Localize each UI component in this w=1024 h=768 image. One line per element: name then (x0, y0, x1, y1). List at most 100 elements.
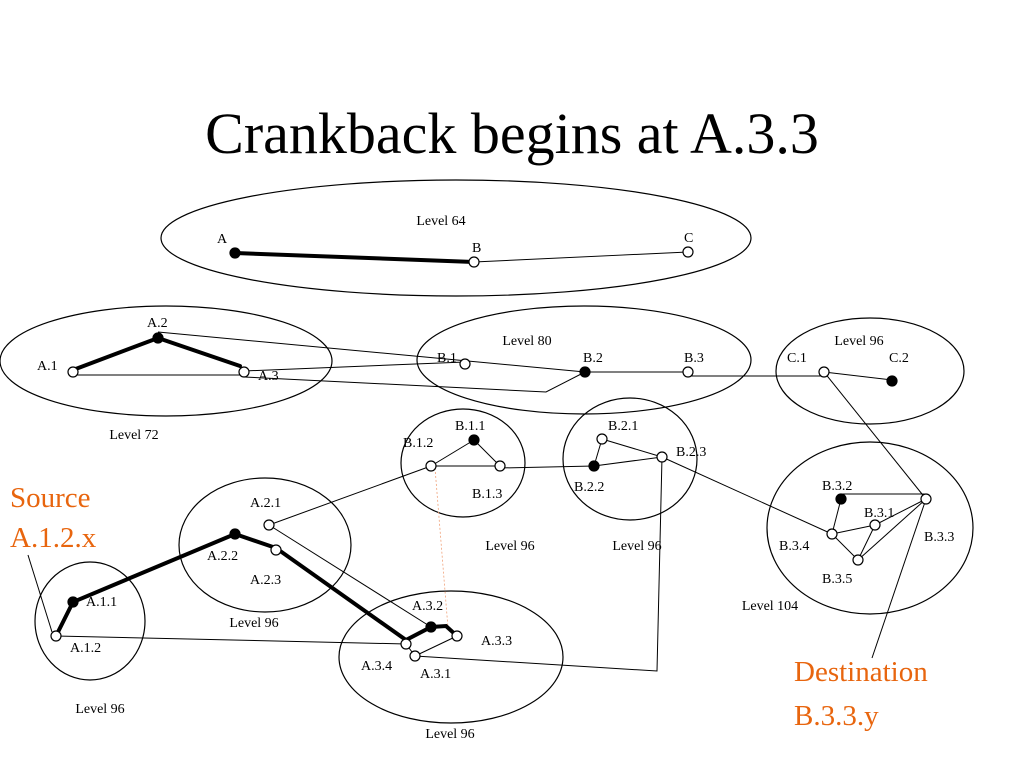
link-b-c (473, 251, 689, 263)
node-c (682, 246, 694, 258)
group-level96-a3 (338, 590, 564, 724)
group-level96-a1 (34, 561, 146, 681)
pointer-destination (871, 498, 927, 659)
node-a1 (67, 366, 79, 378)
group-level104 (766, 441, 974, 615)
label-level96-c: Level 96 (834, 334, 883, 349)
node-label-a22: A.2.2 (207, 549, 238, 564)
destination-label-line1: Destination (794, 656, 928, 688)
node-a2 (152, 332, 164, 344)
node-label-b34: B.3.4 (779, 539, 809, 554)
node-a34 (400, 638, 412, 650)
node-b (468, 256, 480, 268)
link-a21-b12 (268, 465, 432, 526)
node-label-b32: B.3.2 (822, 479, 852, 494)
node-a33 (451, 630, 463, 642)
node-label-b31: B.3.1 (864, 506, 894, 521)
node-label-b35: B.3.5 (822, 572, 852, 587)
node-c1 (818, 366, 830, 378)
link-c1-c2 (823, 371, 893, 381)
source-label-line2: A.1.2.x (10, 522, 97, 554)
link-a12-a34 (55, 635, 407, 645)
source-label-line1: Source (10, 482, 91, 514)
label-level96-a2: Level 96 (229, 616, 278, 631)
node-label-b23: B.2.3 (676, 445, 706, 460)
node-label-a2: A.2 (147, 316, 168, 331)
node-label-c1: C.1 (787, 351, 807, 366)
link-b21-b23 (601, 438, 663, 458)
node-b13 (494, 460, 506, 472)
link-b31-b33 (874, 498, 927, 526)
link-b31-b35 (857, 524, 876, 561)
group-level96-b1 (400, 408, 526, 518)
node-a3 (238, 366, 250, 378)
node-b21 (596, 433, 608, 445)
link-b23-b34 (661, 456, 833, 535)
node-b2 (579, 366, 591, 378)
label-level96-b1: Level 96 (485, 539, 534, 554)
node-label-a23: A.2.3 (250, 573, 281, 588)
destination-label-line2: B.3.3.y (794, 700, 879, 732)
label-level96-a3: Level 96 (425, 727, 474, 742)
group-level72 (0, 305, 333, 417)
node-label-a3: A.3 (258, 369, 279, 384)
link-a3-b1 (243, 361, 466, 372)
node-a23 (270, 544, 282, 556)
path-a12-a11-a22-a23-a34-a32-a33 (54, 531, 459, 643)
link-b35-b33 (857, 498, 927, 561)
link-a21-a32 (268, 524, 432, 628)
node-label-a1: A.1 (37, 359, 58, 374)
node-label-a12: A.1.2 (70, 641, 101, 656)
node-label-b33: B.3.3 (924, 530, 954, 545)
label-level96-a1: Level 96 (75, 702, 124, 717)
label-level72: Level 72 (109, 428, 158, 443)
node-a31 (409, 650, 421, 662)
group-level96-c (775, 317, 965, 425)
node-b34 (826, 528, 838, 540)
node-b1 (459, 358, 471, 370)
node-b31 (869, 519, 881, 531)
node-label-a34: A.3.4 (361, 659, 392, 674)
node-label-b2: B.2 (583, 351, 603, 366)
node-b12 (425, 460, 437, 472)
node-b23 (656, 451, 668, 463)
link-a2-b2 (157, 331, 586, 373)
node-label-a: A (217, 232, 228, 247)
link-b13-b22 (499, 465, 595, 469)
link-b11-b13 (473, 439, 501, 467)
node-label-b21: B.2.1 (608, 419, 638, 434)
node-label-b13: B.1.3 (472, 487, 502, 502)
node-c2 (886, 375, 898, 387)
node-a12 (50, 630, 62, 642)
node-label-c2: C.2 (889, 351, 909, 366)
node-label-b: B (472, 241, 481, 256)
node-label-b3: B.3 (684, 351, 704, 366)
node-a32 (425, 621, 437, 633)
group-level96-a2 (178, 477, 352, 613)
path-a-b (233, 251, 476, 264)
node-b32 (835, 493, 847, 505)
node-b22 (588, 460, 600, 472)
node-label-a31: A.3.1 (420, 667, 451, 682)
group-level96-b2 (562, 397, 698, 521)
link-c1-b33 (823, 371, 927, 500)
label-level80: Level 80 (502, 334, 551, 349)
node-b3 (682, 366, 694, 378)
label-level96-b2: Level 96 (612, 539, 661, 554)
node-label-a11: A.1.1 (86, 595, 117, 610)
label-level64: Level 64 (416, 214, 465, 229)
node-a (229, 247, 241, 259)
link-b12-b11 (430, 439, 475, 467)
link-b32-b34 (831, 498, 842, 535)
slide-title: Crankback begins at A.3.3 (205, 101, 819, 166)
node-b33 (920, 493, 932, 505)
node-b11 (468, 434, 480, 446)
link-b22-b23 (593, 456, 663, 467)
group-level64 (160, 179, 752, 297)
link-crankback-b12-a32 (434, 467, 449, 629)
pointer-source (27, 554, 53, 633)
node-label-a32: A.3.2 (412, 599, 443, 614)
node-label-b22: B.2.2 (574, 480, 604, 495)
node-label-b1: B.1 (437, 351, 457, 366)
